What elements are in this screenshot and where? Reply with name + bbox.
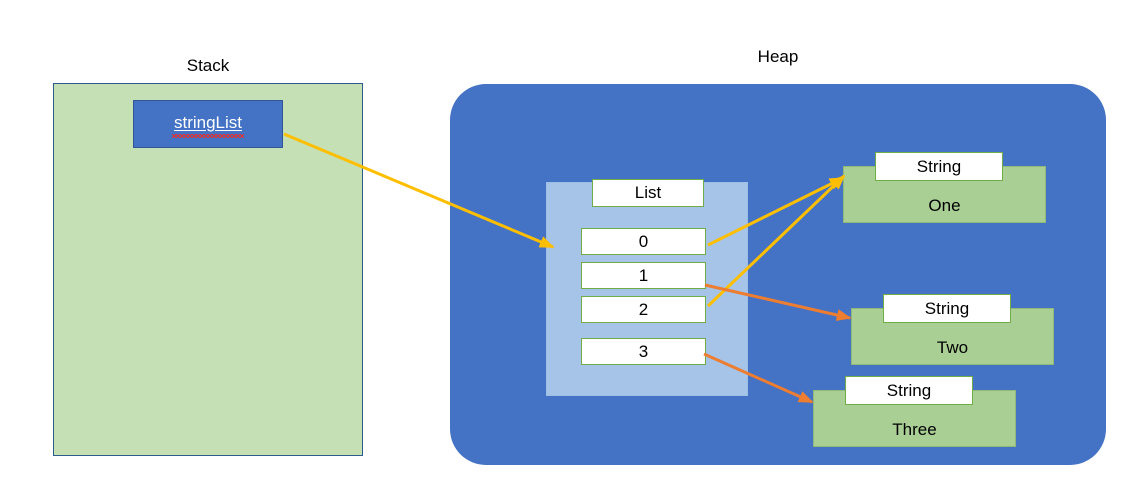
string-object-one-type: String [875,152,1003,181]
stack-variable-label: stringList [171,113,245,138]
list-header-box: List [592,179,704,207]
stack-title: Stack [186,56,230,75]
stack-variable-stringlist[interactable]: stringList [133,100,283,148]
list-slot-0[interactable]: 0 [581,228,706,255]
string-object-three-type: String [845,376,973,405]
heap-title: Heap [757,47,799,66]
list-slot-1[interactable]: 1 [581,262,706,289]
string-object-two-type: String [883,294,1011,323]
list-slot-3[interactable]: 3 [581,338,706,365]
list-slot-2[interactable]: 2 [581,296,706,323]
